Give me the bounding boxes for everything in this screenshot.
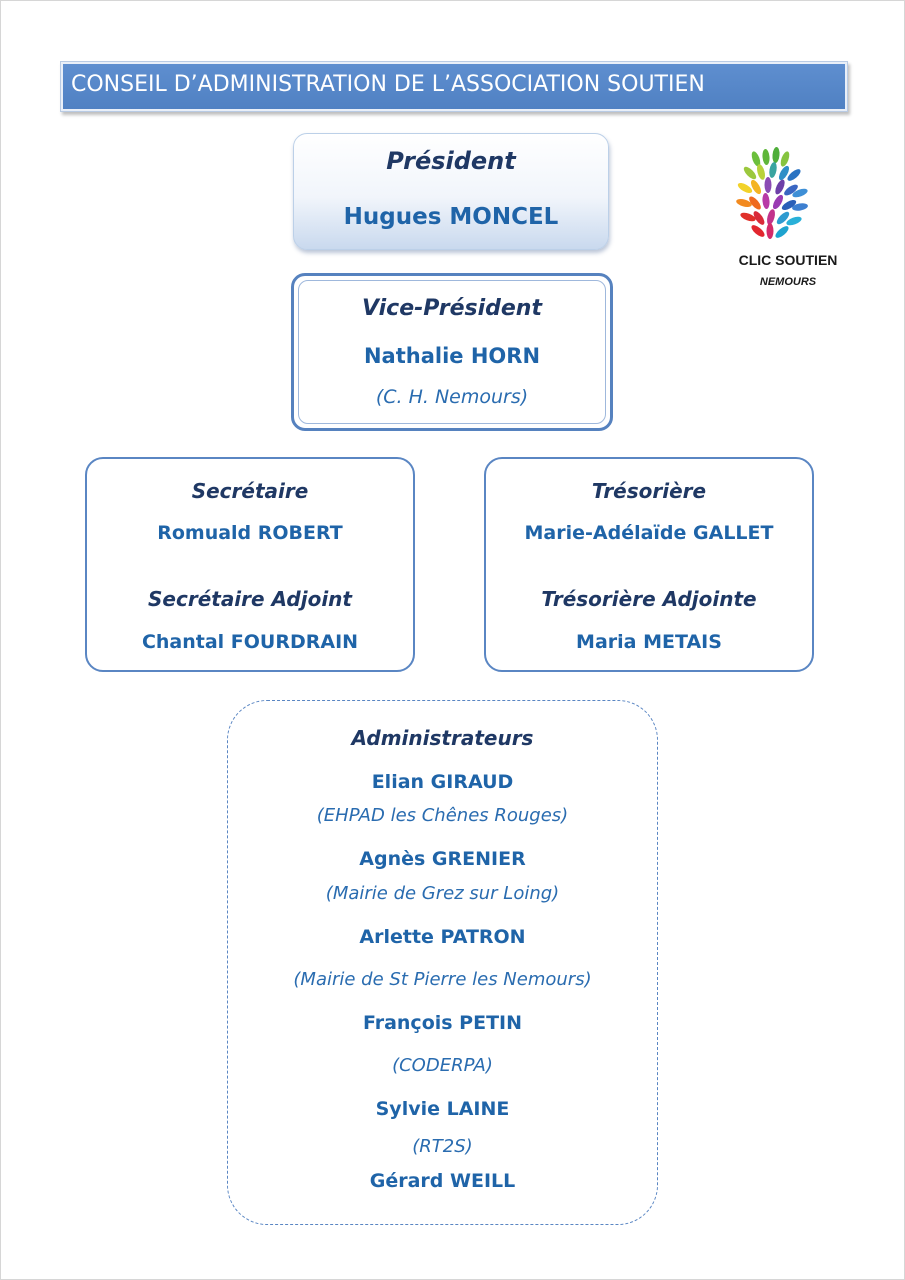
deputy-secretary-name: Chantal FOURDRAIN [141,631,359,653]
treasurer-card: Trésorière Marie-Adélaïde GALLET Trésori… [484,457,814,672]
secretary-name: Romuald ROBERT [157,522,343,544]
treasurer-name: Marie-Adélaïde GALLET [524,522,774,544]
logo-title: CLIC SOUTIEN [738,252,838,268]
treasurer-role: Trésorière [591,479,707,503]
administrator-affiliation: (Mairie de Grez sur Loing) [325,883,560,904]
vice-president-inner-border [298,280,606,424]
vice-president-card: Vice-Président Nathalie HORN (C. H. Nemo… [291,273,613,431]
title-banner: CONSEIL D’ADMINISTRATION DE L’ASSOCIATIO… [60,61,848,112]
administrator-affiliation: (EHPAD les Chênes Rouges) [316,805,569,826]
administrator-affiliation: (RT2S) [412,1136,473,1157]
secretary-card: Secrétaire Romuald ROBERT Secrétaire Adj… [85,457,415,672]
deputy-treasurer-name: Maria METAIS [576,631,722,653]
president-role: Président [386,147,516,175]
vice-president-name: Nathalie HORN [363,344,541,368]
administrator-affiliation: (CODERPA) [392,1055,493,1076]
administrator-name: Agnès GRENIER [359,848,526,870]
page-title: CONSEIL D’ADMINISTRATION DE L’ASSOCIATIO… [71,72,705,97]
deputy-secretary-role: Secrétaire Adjoint [148,587,352,611]
administrator-name: Arlette PATRON [359,926,526,948]
deputy-treasurer-role: Trésorière Adjointe [541,587,757,611]
president-card: Président Hugues MONCEL [293,133,609,250]
logo-subtitle: NEMOURS [759,276,817,288]
administrator-affiliation: (Mairie de St Pierre les Nemours) [293,969,592,990]
administrator-name: François PETIN [362,1012,523,1034]
president-name: Hugues MONCEL [343,204,559,230]
tree-leaves-icon [736,147,808,239]
administrators-card: Administrateurs Elian GIRAUD (EHPAD les … [227,700,658,1225]
vice-president-role: Vice-Président [362,296,542,321]
secretary-role: Secrétaire [191,479,309,503]
administrator-name: Elian GIRAUD [371,771,514,793]
clic-soutien-logo: CLIC SOUTIEN NEMOURS [728,145,848,295]
administrators-heading: Administrateurs [351,726,534,750]
vice-president-affiliation: (C. H. Nemours) [375,386,529,408]
administrator-name: Sylvie LAINE [375,1098,510,1120]
administrator-name: Gérard WEILL [369,1170,516,1192]
